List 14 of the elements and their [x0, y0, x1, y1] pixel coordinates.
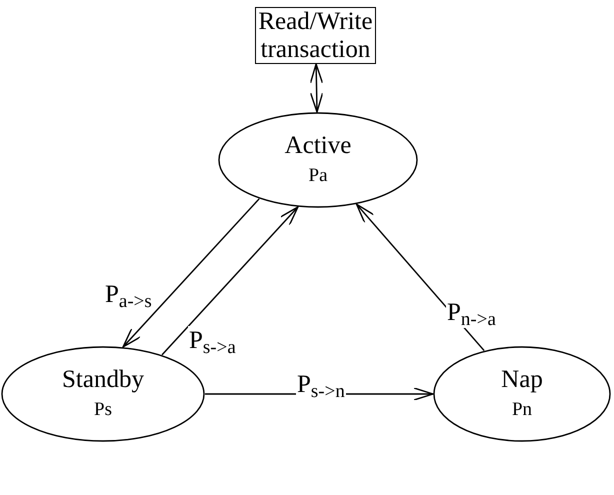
power-label: Ps	[94, 398, 112, 422]
power-label: Pa	[308, 164, 328, 188]
power-label: Pn	[512, 398, 532, 422]
arrow	[310, 63, 324, 113]
arrow	[161, 206, 299, 356]
box-label: Read/Write transaction	[257, 8, 374, 64]
state-name: Active	[284, 132, 352, 160]
state-ellipse	[433, 346, 611, 442]
arrow	[122, 198, 260, 348]
state-name: Standby	[62, 366, 144, 394]
state-ellipse	[218, 112, 418, 208]
edge-label: P$_{s->a}$	[188, 326, 237, 356]
state-name: Nap	[501, 366, 543, 394]
state-ellipse	[1, 346, 205, 442]
